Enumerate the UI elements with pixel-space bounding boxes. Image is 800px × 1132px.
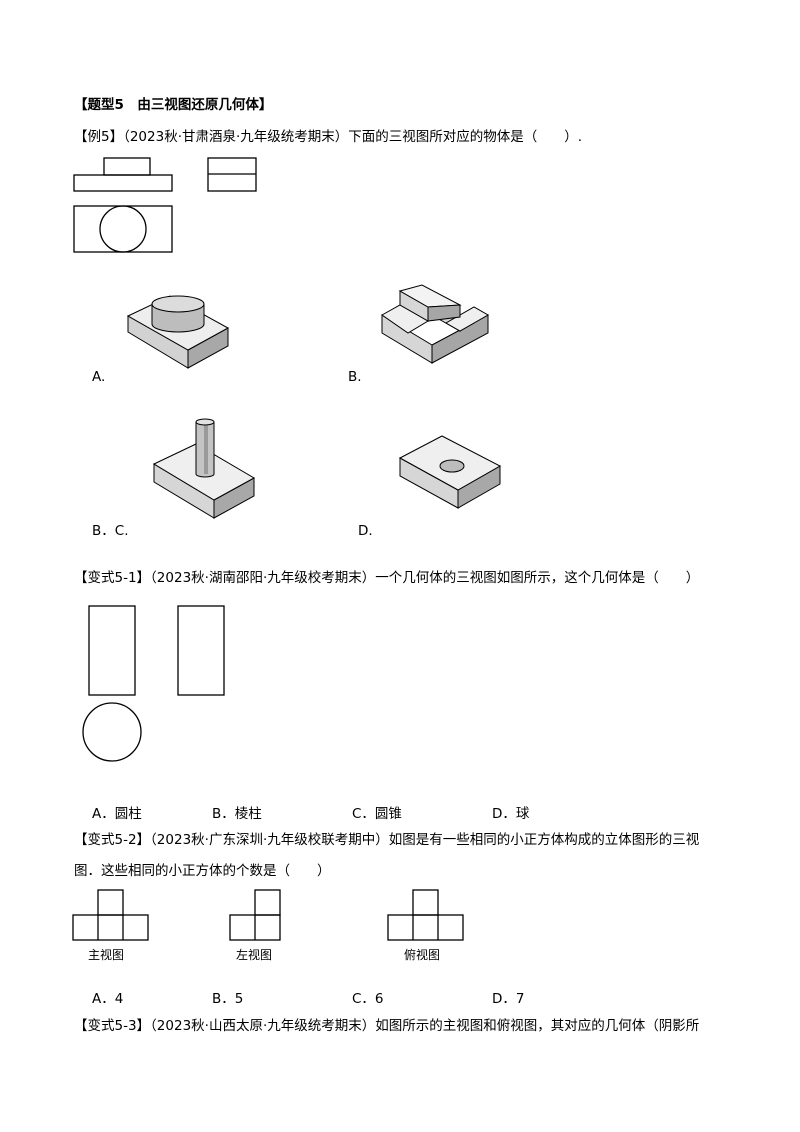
- example-5-option-c-figure: [150, 418, 260, 522]
- variant-5-1-option-c[interactable]: C．圆锥: [352, 806, 402, 822]
- example-5-option-b-label[interactable]: B.: [348, 369, 362, 385]
- variant-5-2-option-d[interactable]: D．7: [492, 991, 525, 1007]
- variant-5-1-option-a[interactable]: A．圆柱: [92, 806, 142, 822]
- variant-5-2-stem-line1: 【变式5-2】（2023秋·广东深圳·九年级校联考期中）如图是有一些相同的小正方…: [74, 832, 700, 848]
- example-5-option-c-label[interactable]: B．C.: [92, 523, 129, 539]
- variant-5-3-stem: 【变式5-3】（2023秋·山西太原·九年级统考期末）如图所示的主视图和俯视图，…: [74, 1018, 700, 1034]
- variant-5-2-left-view: [229, 889, 290, 942]
- variant-5-2-front-view: [72, 889, 153, 942]
- example-5-three-views: [73, 157, 274, 258]
- variant-5-1-option-b[interactable]: B．棱柱: [212, 806, 262, 822]
- variant-5-2-caption-top: 俯视图: [404, 948, 441, 962]
- variant-5-2-option-c[interactable]: C．6: [352, 991, 384, 1007]
- variant-5-2-top-view: [387, 889, 468, 942]
- example-5-option-d-figure: [396, 432, 506, 512]
- variant-5-1-stem: 【变式5-1】（2023秋·湖南邵阳·九年级校考期末）一个几何体的三视图如图所示…: [74, 570, 700, 586]
- variant-5-1-option-d[interactable]: D．球: [492, 806, 530, 822]
- example-5-option-d-label[interactable]: D.: [358, 523, 373, 539]
- section-title: 【题型5 由三视图还原几何体】: [74, 97, 273, 113]
- variant-5-2-stem-line2: 图．这些相同的小正方体的个数是（ ）: [74, 863, 331, 879]
- variant-5-1-three-views: [80, 605, 230, 766]
- example-5-option-b-figure: [378, 284, 498, 375]
- example-5-option-a-label[interactable]: A.: [92, 369, 106, 385]
- example-5-option-a-figure: [124, 292, 234, 372]
- example-5-stem: 【例5】（2023秋·甘肃酒泉·九年级统考期末）下面的三视图所对应的物体是（ ）…: [74, 129, 583, 145]
- variant-5-2-caption-left: 左视图: [236, 948, 273, 962]
- variant-5-2-caption-front: 主视图: [88, 948, 125, 962]
- variant-5-2-option-a[interactable]: A．4: [92, 991, 124, 1007]
- variant-5-2-option-b[interactable]: B．5: [212, 991, 244, 1007]
